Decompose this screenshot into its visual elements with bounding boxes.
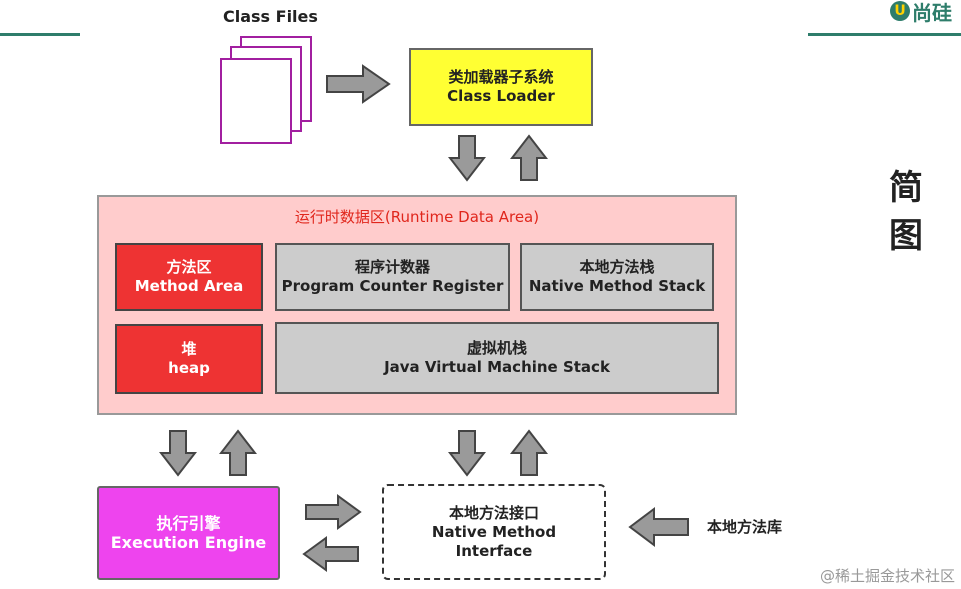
arrow-down-icon	[159, 430, 197, 477]
arrow-up-icon	[510, 134, 548, 181]
native-interface-en-2: Interface	[455, 541, 533, 560]
jvm-stack-cn: 虚拟机栈	[466, 339, 527, 357]
arrow-left-icon	[628, 507, 689, 547]
class-loader-cn: 类加载器子系统	[448, 68, 554, 86]
arrow-left-icon	[302, 536, 359, 572]
side-title-char-1: 简	[889, 168, 923, 208]
native-interface-cn: 本地方法接口	[448, 503, 539, 522]
logo-icon: U	[890, 1, 910, 21]
top-right-rule	[808, 33, 961, 36]
runtime-area-title: 运行时数据区(Runtime Data Area)	[294, 208, 540, 226]
pc-register-box: 程序计数器 Program Counter Register	[275, 243, 510, 311]
native-stack-box: 本地方法栈 Native Method Stack	[520, 243, 714, 311]
arrow-down-icon	[448, 430, 486, 477]
heap-box: 堆 heap	[115, 324, 263, 394]
method-area-en: Method Area	[134, 277, 244, 295]
logo-text: 尚硅	[912, 0, 952, 25]
native-interface-box: 本地方法接口 Native Method Interface	[382, 484, 606, 580]
jvm-stack-box: 虚拟机栈 Java Virtual Machine Stack	[275, 322, 719, 394]
side-title-char-2: 图	[889, 216, 923, 256]
method-area-cn: 方法区	[166, 258, 212, 276]
pc-register-cn: 程序计数器	[354, 258, 430, 276]
jvm-stack-en: Java Virtual Machine Stack	[384, 358, 610, 376]
brand-logo: U 尚硅	[890, 0, 952, 25]
native-library-label: 本地方法库	[707, 518, 783, 536]
class-file-page	[220, 58, 292, 144]
arrow-up-icon	[219, 429, 257, 476]
arrow-right-icon	[305, 494, 362, 530]
execution-engine-box: 执行引擎 Execution Engine	[97, 486, 280, 580]
class-files-label: Class Files	[223, 7, 318, 26]
watermark: @稀土掘金技术社区	[819, 567, 955, 585]
execution-engine-cn: 执行引擎	[156, 514, 221, 533]
class-loader-box: 类加载器子系统 Class Loader	[409, 48, 593, 126]
arrow-down-icon	[448, 135, 486, 182]
arrow-up-icon	[510, 429, 548, 476]
arrow-right-icon	[326, 64, 391, 104]
heap-en: heap	[168, 359, 210, 377]
top-left-rule	[0, 33, 80, 36]
pc-register-en: Program Counter Register	[281, 277, 504, 295]
native-interface-en-1: Native Method	[431, 522, 557, 541]
native-stack-cn: 本地方法栈	[579, 258, 655, 276]
execution-engine-en: Execution Engine	[110, 533, 267, 552]
method-area-box: 方法区 Method Area	[115, 243, 263, 311]
class-loader-en: Class Loader	[447, 87, 555, 105]
heap-cn: 堆	[181, 340, 197, 358]
native-stack-en: Native Method Stack	[528, 277, 706, 295]
